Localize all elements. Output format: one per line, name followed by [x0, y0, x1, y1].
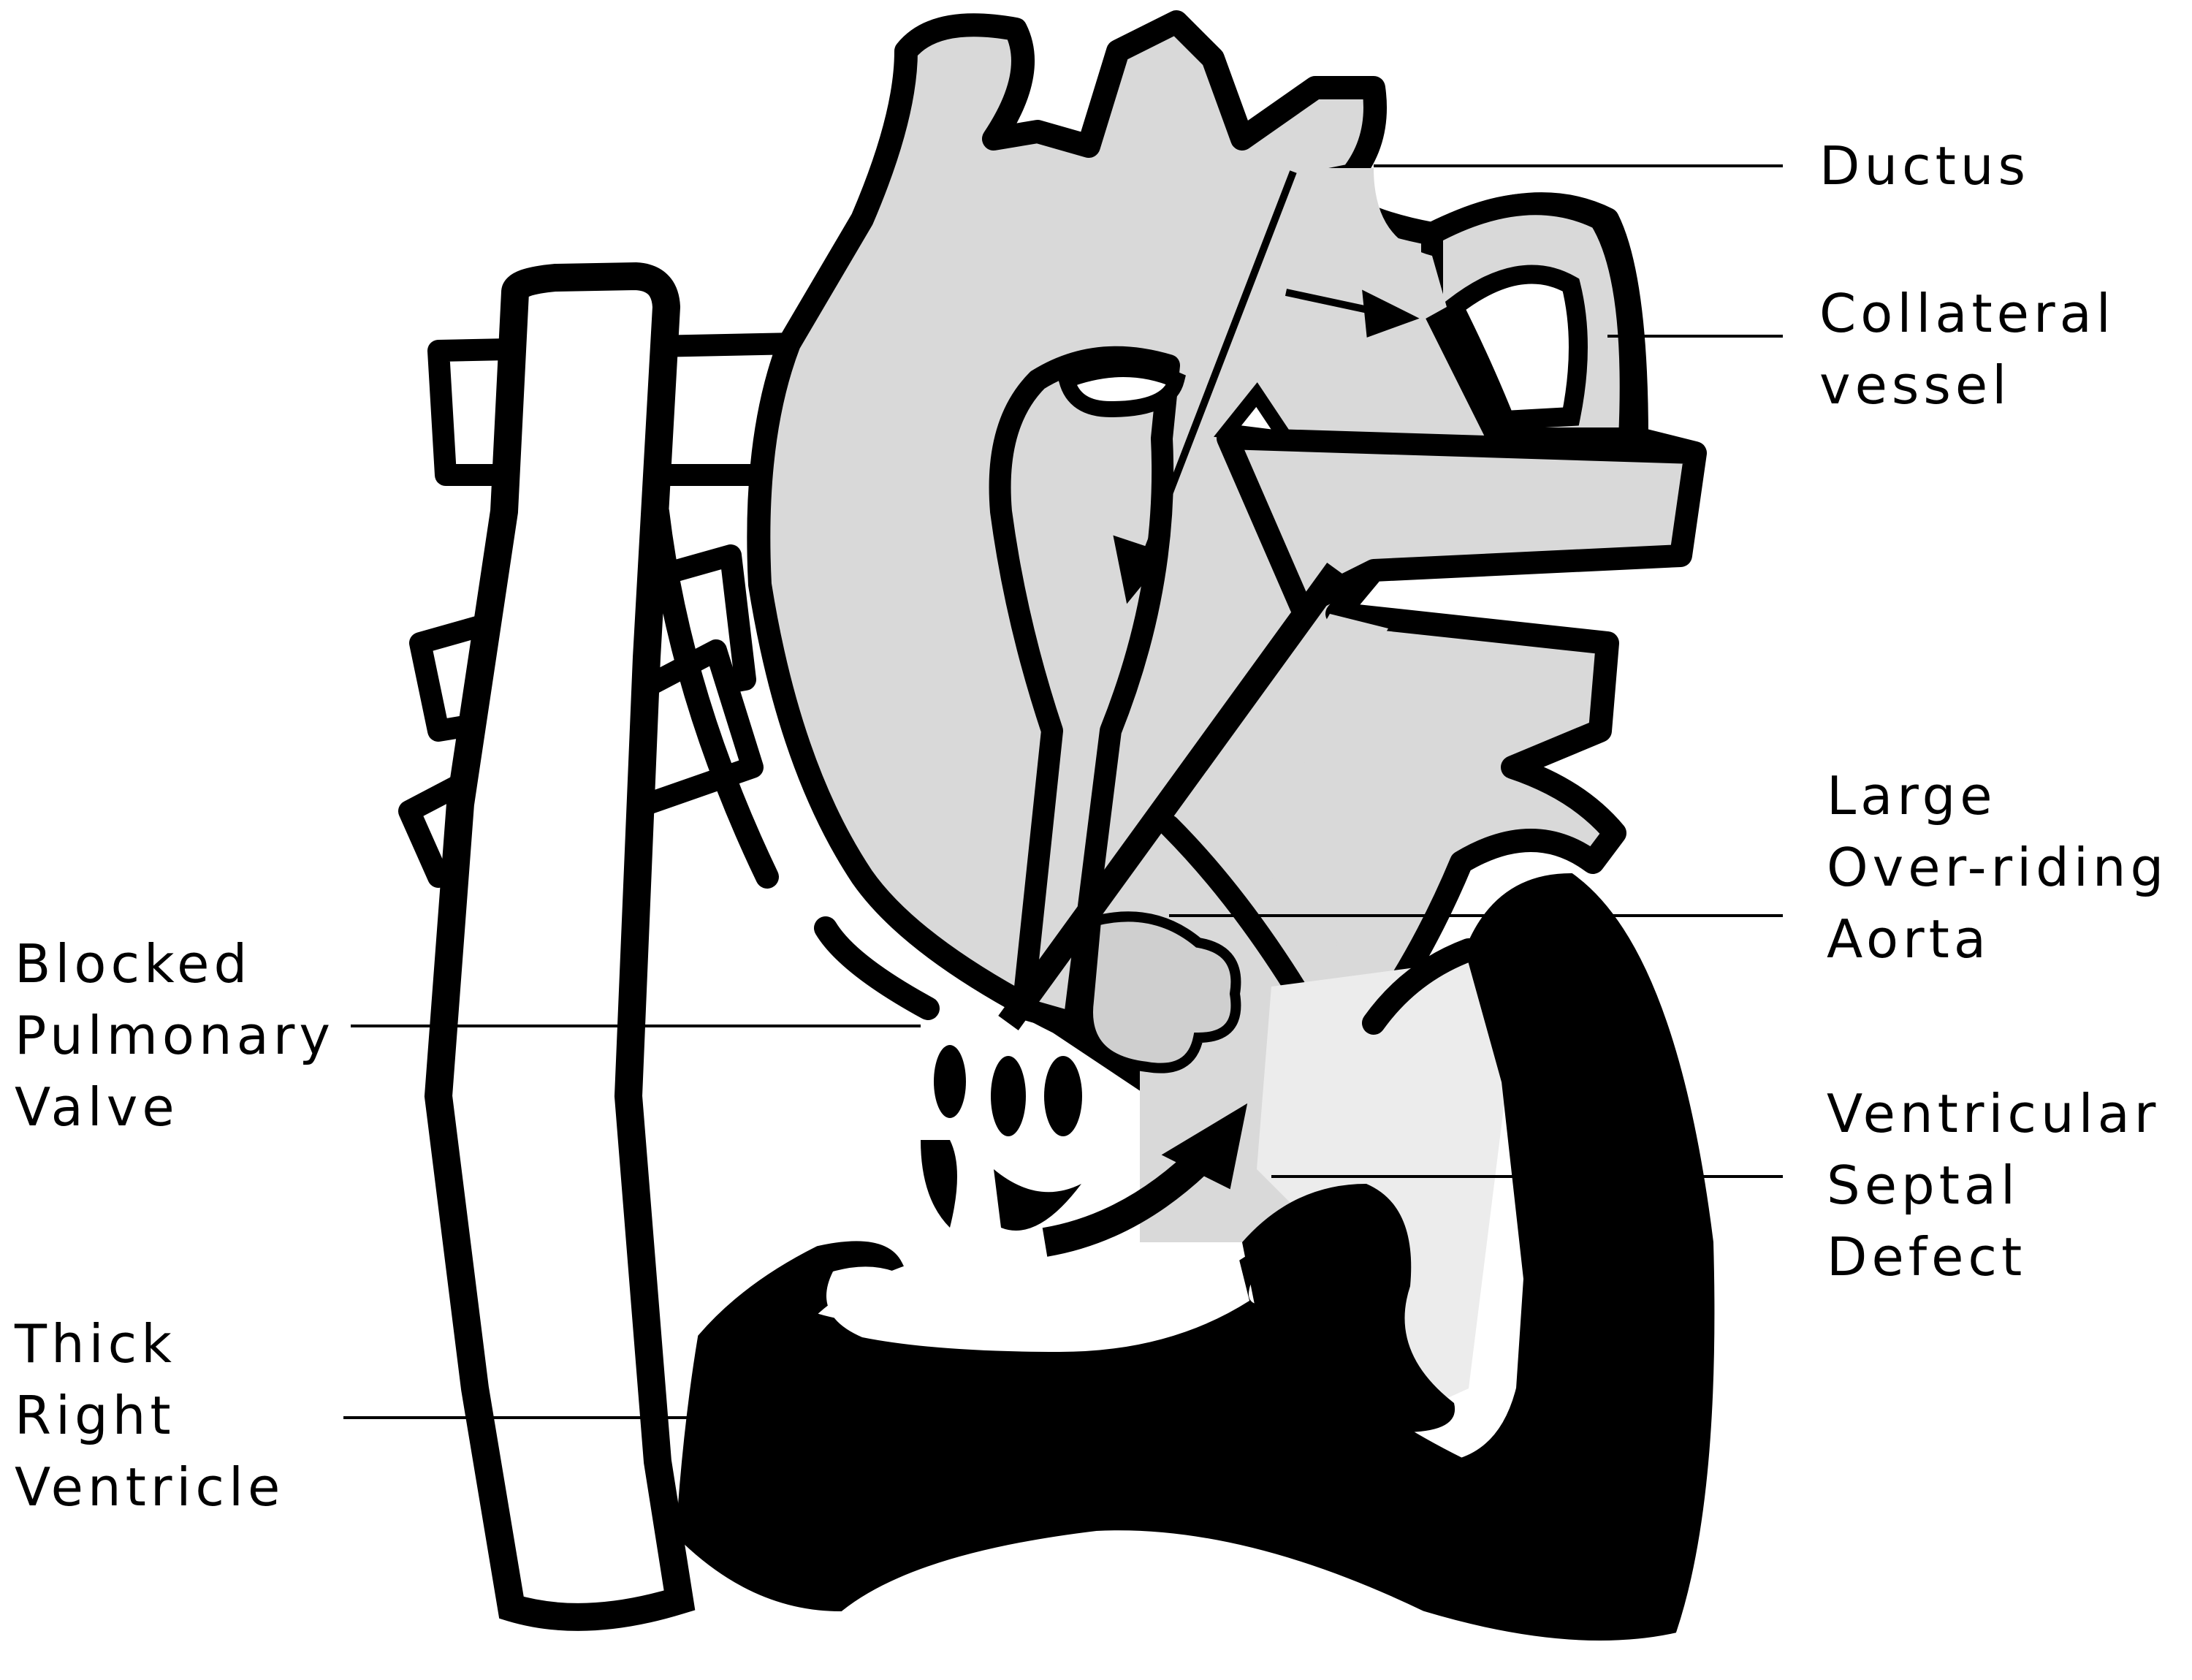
label-vsd-line-3: Defect [1827, 1221, 2160, 1293]
label-aorta-line-2: Over-riding [1827, 832, 2168, 903]
label-valve-line-1: Blocked [15, 928, 335, 1000]
label-vsd-line-2: Septal [1827, 1149, 2160, 1221]
label-collateral-line-2: vessel [1819, 349, 2115, 421]
label-valve-line-3: Valve [15, 1071, 335, 1143]
pulmonary-valve-leaflets [921, 1045, 1082, 1231]
label-vsd-line-1: Ventricular [1827, 1078, 2160, 1149]
pulmonary-inner-opening [1067, 369, 1176, 409]
label-collateral-line-1: Collateral [1819, 278, 2115, 349]
label-collateral-vessel: Collateral vessel [1819, 278, 2115, 421]
label-ductus: Ductus [1819, 130, 2030, 202]
label-aorta-line-3: Aorta [1827, 903, 2168, 975]
label-blocked-pulmonary-valve: Blocked Pulmonary Valve [15, 928, 335, 1143]
label-ductus-line: Ductus [1819, 130, 2030, 202]
label-aorta-line-1: Large [1827, 760, 2168, 832]
label-rv-line-1: Thick [15, 1308, 284, 1380]
right-pulmonary-artery [1228, 438, 1695, 607]
label-rv-line-2: Right [15, 1380, 284, 1451]
label-rv-line-3: Ventricle [15, 1451, 284, 1523]
label-thick-right-ventricle: Thick Right Ventricle [15, 1308, 284, 1523]
label-valve-line-2: Pulmonary [15, 1000, 335, 1071]
label-overriding-aorta: Large Over-riding Aorta [1827, 760, 2168, 975]
label-ventricular-septal-defect: Ventricular Septal Defect [1827, 1078, 2160, 1293]
